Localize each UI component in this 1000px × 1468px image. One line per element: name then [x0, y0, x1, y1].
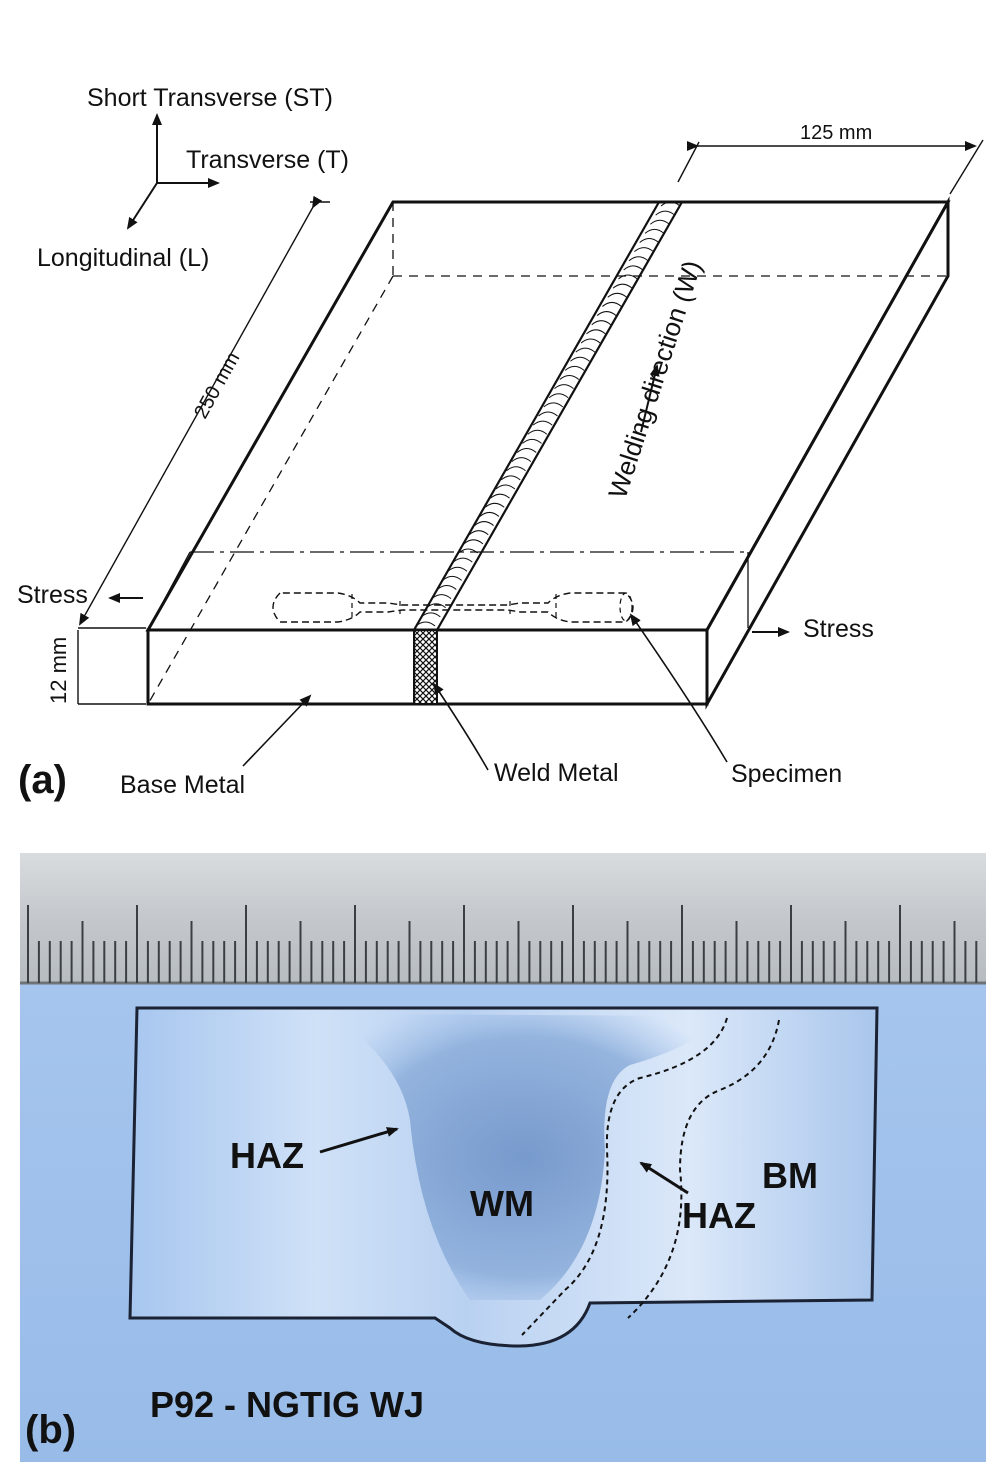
specimen-outline: [272, 592, 634, 623]
axis-label-short-transverse: Short Transverse (ST): [87, 84, 333, 112]
welded-plate: [145, 196, 951, 710]
stress-label-right: Stress: [803, 615, 874, 643]
zone-label-haz-left: HAZ: [230, 1135, 304, 1176]
weld-metal-label: Weld Metal: [494, 759, 619, 787]
weld-metal-section: [413, 629, 438, 705]
dimension-label-width: 125 mm: [800, 122, 872, 144]
panel-a-schematic: Short Transverse (ST) Transverse (T) Lon…: [17, 84, 984, 802]
dimension-12mm: [77, 630, 146, 705]
haz-left-arrow: [319, 1127, 399, 1154]
specimen-inner-lines: [351, 592, 633, 622]
panel-b-label: (b): [25, 1408, 76, 1452]
dimension-125mm: [677, 139, 984, 195]
weld-metal-zone: [330, 1014, 720, 1300]
zone-label-wm: WM: [470, 1183, 534, 1224]
base-metal-label: Base Metal: [120, 771, 245, 799]
haz-right-arrow: [639, 1161, 689, 1195]
specimen-caption: P92 - NGTIG WJ: [150, 1384, 424, 1425]
weld-cross-section: [128, 1006, 879, 1348]
specimen-leader: [629, 613, 728, 763]
dimension-250mm: [78, 195, 330, 629]
zone-label-haz-right: HAZ: [682, 1195, 756, 1236]
dimension-label-length: 250 mm: [190, 349, 244, 423]
specimen-label: Specimen: [731, 760, 842, 788]
dimension-label-thickness: 12 mm: [46, 637, 71, 704]
panel-b-macrograph: HAZ WM HAZ BM P92 - NGTIG WJ (b): [20, 853, 986, 1462]
zone-label-bm: BM: [762, 1155, 818, 1196]
welding-direction-arrow: [640, 364, 660, 433]
steel-ruler: [20, 853, 986, 985]
axis-label-longitudinal: Longitudinal (L): [37, 244, 209, 272]
fusion-boundary: [521, 1017, 728, 1336]
stress-label-left: Stress: [17, 581, 88, 609]
weld-metal-leader: [432, 682, 489, 771]
axis-label-transverse: Transverse (T): [186, 146, 349, 174]
weld-bead: [413, 201, 683, 631]
base-metal-leader: [242, 694, 312, 767]
panel-a-label: (a): [18, 758, 67, 802]
